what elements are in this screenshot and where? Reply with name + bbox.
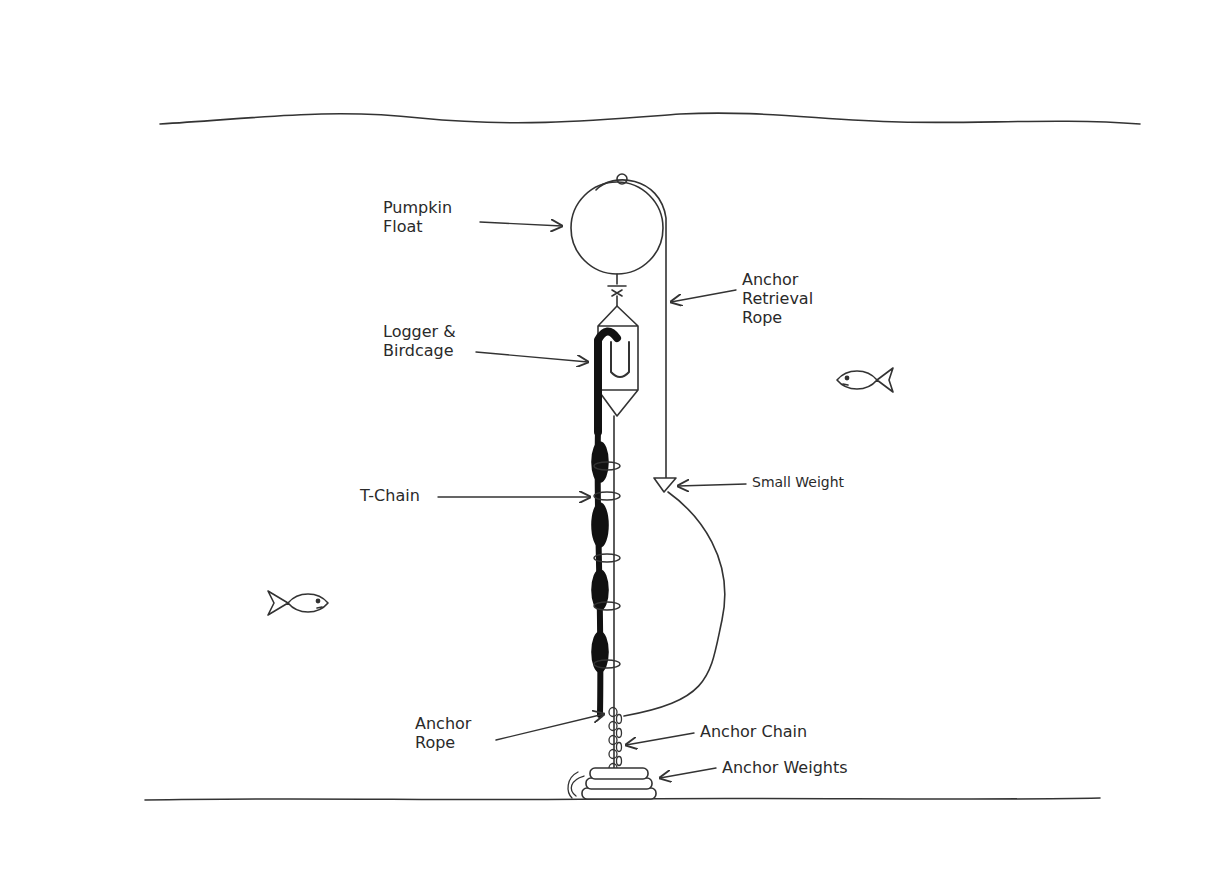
small-weight — [654, 478, 676, 492]
part-label: Pumpkin Float — [383, 198, 475, 236]
fish — [837, 368, 893, 392]
pumpkin-float — [571, 182, 663, 274]
float-knob — [617, 174, 627, 184]
part-label: T-Chain — [360, 486, 420, 505]
part-label: Small Weight — [752, 474, 844, 491]
birdcage — [598, 306, 638, 416]
anchor-chain — [609, 708, 622, 773]
part-label: Logger & Birdcage — [383, 322, 473, 360]
retrieval-rope — [596, 180, 666, 478]
chain-coil — [568, 772, 584, 798]
logger — [611, 342, 629, 377]
t-chain — [598, 331, 617, 432]
part-label: Anchor Chain — [700, 722, 807, 741]
anchor-weights — [582, 768, 656, 799]
part-label: Anchor Weights — [722, 758, 848, 777]
swivel — [608, 274, 626, 306]
water-surface — [160, 113, 1140, 124]
part-label: Anchor Rope — [415, 714, 493, 752]
part-label: Anchor Retrieval Rope — [742, 270, 837, 328]
fish — [268, 591, 328, 615]
leader-lines — [438, 222, 746, 778]
retrieval-rope-slack — [624, 492, 725, 716]
